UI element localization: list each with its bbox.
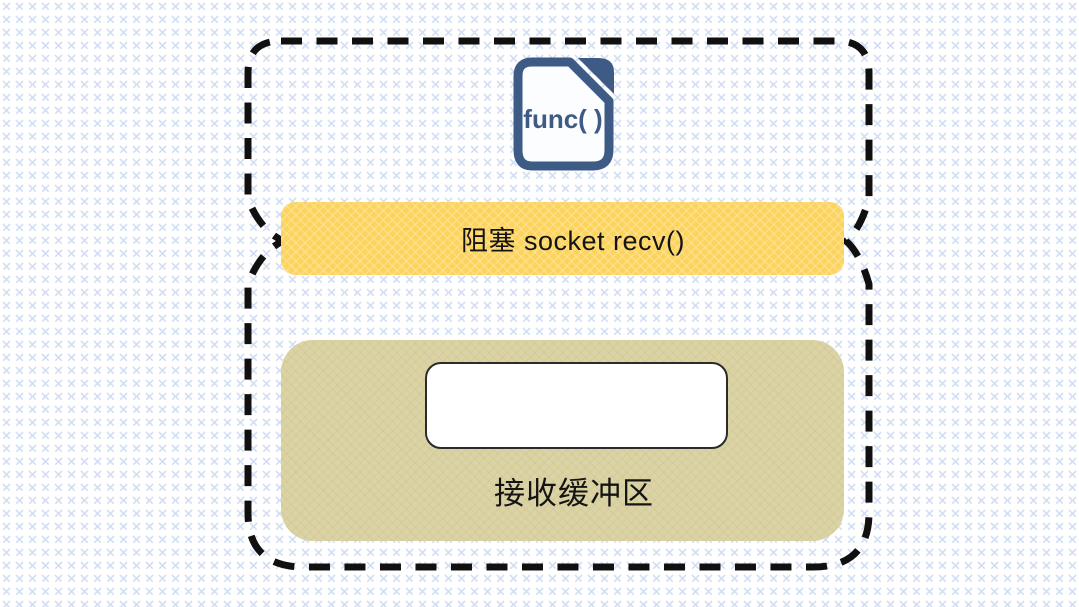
func-file-icon: func( ) [513, 57, 614, 171]
document-outline [513, 57, 614, 171]
folded-corner [578, 58, 614, 94]
buffer-slot [425, 362, 728, 449]
receive-buffer-label: 接收缓冲区 [494, 475, 654, 511]
func-icon-label: func( ) [523, 104, 602, 134]
blocking-recv-box [281, 202, 844, 275]
blocking-recv-label: 阻塞 socket recv() [460, 226, 686, 256]
